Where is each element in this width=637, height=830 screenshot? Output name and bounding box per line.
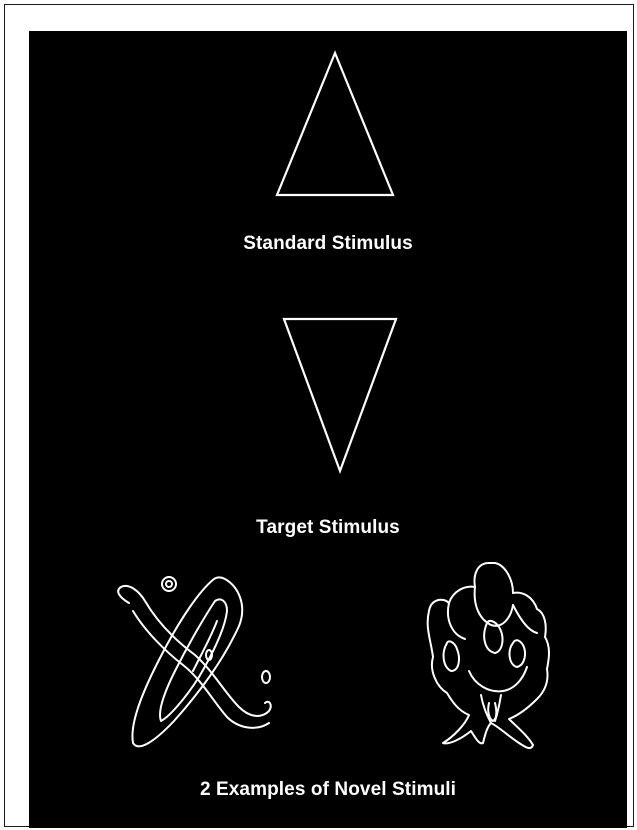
target-stimulus-triangle (284, 319, 396, 471)
stimulus-panel: Standard Stimulus Target Stimulus 2 Exam… (29, 31, 627, 828)
stimuli-canvas (29, 31, 627, 828)
novel-stimulus-1 (118, 577, 270, 746)
novel-stimuli-caption: 2 Examples of Novel Stimuli (29, 779, 627, 801)
figure-frame: Standard Stimulus Target Stimulus 2 Exam… (4, 4, 634, 827)
novel-stimulus-2 (428, 563, 549, 748)
target-stimulus-caption: Target Stimulus (29, 517, 627, 539)
standard-stimulus-caption: Standard Stimulus (29, 233, 627, 255)
standard-stimulus-triangle (277, 53, 393, 195)
